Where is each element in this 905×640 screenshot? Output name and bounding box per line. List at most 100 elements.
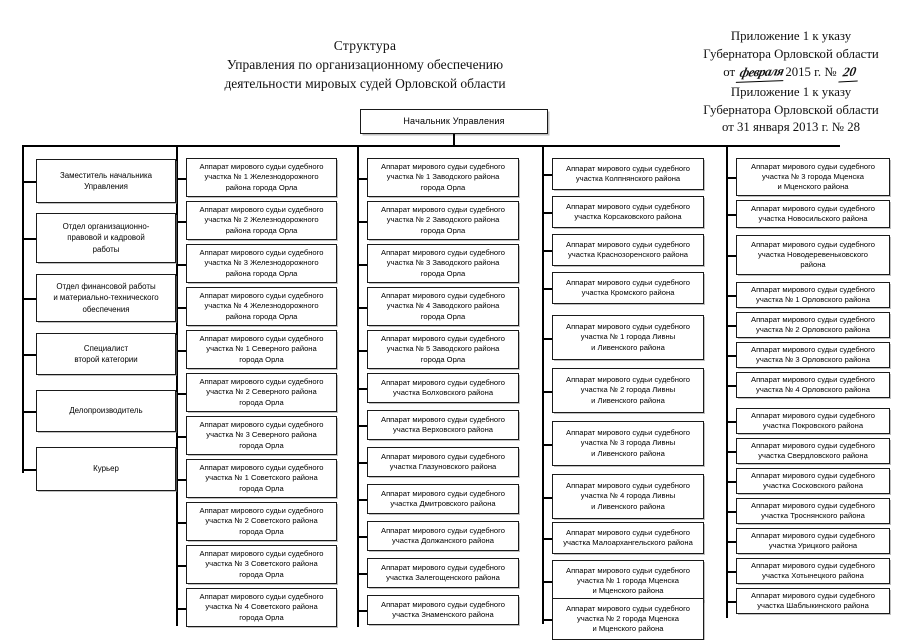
node-col-administration-3[interactable]: Отдел финансовой работы и материально-те… <box>36 274 176 322</box>
node-head-of-department[interactable]: Начальник Управления <box>360 109 548 134</box>
node-col-administration-6[interactable]: Курьер <box>36 447 176 491</box>
node-label: Аппарат мирового судьи судебного участка… <box>566 565 690 596</box>
connector-stub <box>726 481 736 483</box>
node-label: Аппарат мирового судьи судебного участка… <box>751 239 875 270</box>
node-head-of-department-label: Начальник Управления <box>403 116 505 127</box>
connector-stub <box>357 573 367 575</box>
node-col-orlovsky-other-districts-10[interactable]: Аппарат мирового судьи судебного участка… <box>736 468 890 494</box>
node-col-administration-1[interactable]: Заместитель начальника Управления <box>36 159 176 203</box>
node-col-zheleznodorozhny-severny-sovetsky-2[interactable]: Аппарат мирового судьи судебного участка… <box>186 201 337 240</box>
connector-stub <box>726 541 736 543</box>
node-col-zavodskoy-districts-7[interactable]: Аппарат мирового судьи судебного участка… <box>367 410 519 440</box>
connector-stub <box>542 338 552 340</box>
node-col-administration-4[interactable]: Специалист второй категории <box>36 333 176 375</box>
node-col-zavodskoy-districts-12[interactable]: Аппарат мирового судьи судебного участка… <box>367 595 519 625</box>
node-label: Аппарат мирового судьи судебного участка… <box>563 527 693 547</box>
node-col-zheleznodorozhny-severny-sovetsky-1[interactable]: Аппарат мирового судьи судебного участка… <box>186 158 337 197</box>
node-label: Аппарат мирового судьи судебного участка… <box>566 277 690 297</box>
node-col-kolpnyansky-livny-mtsensk-6[interactable]: Аппарат мирового судьи судебного участка… <box>552 368 704 413</box>
node-col-orlovsky-other-districts-13[interactable]: Аппарат мирового судьи судебного участка… <box>736 558 890 584</box>
node-col-zavodskoy-districts-8[interactable]: Аппарат мирового судьи судебного участка… <box>367 447 519 477</box>
node-col-zheleznodorozhny-severny-sovetsky-7[interactable]: Аппарат мирового судьи судебного участка… <box>186 416 337 455</box>
node-label: Аппарат мирового судьи судебного участка… <box>381 334 505 364</box>
node-col-orlovsky-other-districts-14[interactable]: Аппарат мирового судьи судебного участка… <box>736 588 890 614</box>
connector-stub <box>22 238 36 240</box>
connector-stub <box>176 350 186 352</box>
node-col-kolpnyansky-livny-mtsensk-5[interactable]: Аппарат мирового судьи судебного участка… <box>552 315 704 360</box>
page-title: Структура Управления по организационному… <box>150 36 580 93</box>
node-col-orlovsky-other-districts-6[interactable]: Аппарат мирового судьи судебного участка… <box>736 342 890 368</box>
connector-stub <box>542 288 552 290</box>
node-col-kolpnyansky-livny-mtsensk-2[interactable]: Аппарат мирового судьи судебного участка… <box>552 196 704 228</box>
connector-main-bus <box>22 145 840 147</box>
node-label: Аппарат мирового судьи судебного участка… <box>199 592 324 622</box>
node-col-zavodskoy-districts-1[interactable]: Аппарат мирового судьи судебного участка… <box>367 158 519 197</box>
node-col-kolpnyansky-livny-mtsensk-9[interactable]: Аппарат мирового судьи судебного участка… <box>552 522 704 554</box>
node-label: Аппарат мирового судьи судебного участка… <box>381 525 505 545</box>
node-label: Отдел организационно- правовой и кадрово… <box>62 222 150 254</box>
page-title-line-1: Структура <box>333 38 397 53</box>
appendix-2013-line-3: от 31 января 2013 г. № 28 <box>722 120 860 135</box>
node-label: Аппарат мирового судьи судебного участка… <box>199 420 324 450</box>
connector-stub <box>726 325 736 327</box>
node-col-zheleznodorozhny-severny-sovetsky-10[interactable]: Аппарат мирового судьи судебного участка… <box>186 545 337 584</box>
appendix-2015-line-1: Приложение 1 к указу <box>730 29 852 43</box>
node-col-kolpnyansky-livny-mtsensk-11[interactable]: Аппарат мирового судьи судебного участка… <box>552 598 704 640</box>
node-label: Заместитель начальника Управления <box>59 170 153 191</box>
node-col-orlovsky-other-districts-8[interactable]: Аппарат мирового судьи судебного участка… <box>736 408 890 434</box>
node-col-zheleznodorozhny-severny-sovetsky-9[interactable]: Аппарат мирового судьи судебного участка… <box>186 502 337 541</box>
node-label: Аппарат мирового судьи судебного участка… <box>751 203 875 223</box>
connector-stub <box>542 250 552 252</box>
node-col-zheleznodorozhny-severny-sovetsky-8[interactable]: Аппарат мирового судьи судебного участка… <box>186 459 337 498</box>
node-col-kolpnyansky-livny-mtsensk-10[interactable]: Аппарат мирового судьи судебного участка… <box>552 560 704 602</box>
node-col-orlovsky-other-districts-5[interactable]: Аппарат мирового судьи судебного участка… <box>736 312 890 338</box>
node-label: Аппарат мирового судьи судебного участка… <box>566 322 690 352</box>
node-col-zavodskoy-districts-2[interactable]: Аппарат мирового судьи судебного участка… <box>367 201 519 240</box>
node-col-zheleznodorozhny-severny-sovetsky-11[interactable]: Аппарат мирового судьи судебного участка… <box>186 588 337 627</box>
node-col-administration-2[interactable]: Отдел организационно- правовой и кадрово… <box>36 213 176 263</box>
node-col-zheleznodorozhny-severny-sovetsky-6[interactable]: Аппарат мирового судьи судебного участка… <box>186 373 337 412</box>
node-label: Аппарат мирового судьи судебного участка… <box>199 248 324 278</box>
connector-stub <box>176 436 186 438</box>
node-col-zavodskoy-districts-11[interactable]: Аппарат мирового судьи судебного участка… <box>367 558 519 588</box>
node-col-kolpnyansky-livny-mtsensk-1[interactable]: Аппарат мирового судьи судебного участка… <box>552 158 704 190</box>
node-col-zheleznodorozhny-severny-sovetsky-5[interactable]: Аппарат мирового судьи судебного участка… <box>186 330 337 369</box>
node-col-administration-5[interactable]: Делопроизводитель <box>36 390 176 432</box>
node-label: Аппарат мирового судьи судебного участка… <box>199 463 324 493</box>
node-label: Аппарат мирового судьи судебного участка… <box>381 205 505 235</box>
connector-stub <box>176 393 186 395</box>
node-col-kolpnyansky-livny-mtsensk-7[interactable]: Аппарат мирового судьи судебного участка… <box>552 421 704 466</box>
node-col-orlovsky-other-districts-7[interactable]: Аппарат мирового судьи судебного участка… <box>736 372 890 398</box>
node-label: Специалист второй категории <box>74 343 138 364</box>
connector-spine-col-4 <box>542 145 544 624</box>
connector-stub <box>357 425 367 427</box>
connector-stub <box>357 610 367 612</box>
node-col-orlovsky-other-districts-12[interactable]: Аппарат мирового судьи судебного участка… <box>736 528 890 554</box>
node-label: Аппарат мирового судьи судебного участка… <box>751 410 875 430</box>
node-col-zavodskoy-districts-9[interactable]: Аппарат мирового судьи судебного участка… <box>367 484 519 514</box>
connector-stub <box>357 536 367 538</box>
node-col-orlovsky-other-districts-9[interactable]: Аппарат мирового судьи судебного участка… <box>736 438 890 464</box>
node-col-zheleznodorozhny-severny-sovetsky-4[interactable]: Аппарат мирового судьи судебного участка… <box>186 287 337 326</box>
node-col-kolpnyansky-livny-mtsensk-4[interactable]: Аппарат мирового судьи судебного участка… <box>552 272 704 304</box>
node-col-zavodskoy-districts-3[interactable]: Аппарат мирового судьи судебного участка… <box>367 244 519 283</box>
appendix-reference-2015: Приложение 1 к указу Губернатора Орловск… <box>683 28 899 84</box>
node-col-kolpnyansky-livny-mtsensk-8[interactable]: Аппарат мирового судьи судебного участка… <box>552 474 704 519</box>
node-col-zheleznodorozhny-severny-sovetsky-3[interactable]: Аппарат мирового судьи судебного участка… <box>186 244 337 283</box>
node-col-zavodskoy-districts-4[interactable]: Аппарат мирового судьи судебного участка… <box>367 287 519 326</box>
node-col-orlovsky-other-districts-11[interactable]: Аппарат мирового судьи судебного участка… <box>736 498 890 524</box>
connector-stub <box>726 355 736 357</box>
node-col-kolpnyansky-livny-mtsensk-3[interactable]: Аппарат мирового судьи судебного участка… <box>552 234 704 266</box>
node-col-orlovsky-other-districts-1[interactable]: Аппарат мирового судьи судебного участка… <box>736 158 890 196</box>
node-col-orlovsky-other-districts-4[interactable]: Аппарат мирового судьи судебного участка… <box>736 282 890 308</box>
connector-stub <box>22 469 36 471</box>
connector-stub <box>176 178 186 180</box>
connector-stub <box>726 255 736 257</box>
node-col-orlovsky-other-districts-2[interactable]: Аппарат мирового судьи судебного участка… <box>736 200 890 228</box>
node-col-orlovsky-other-districts-3[interactable]: Аппарат мирового судьи судебного участка… <box>736 235 890 275</box>
node-col-zavodskoy-districts-6[interactable]: Аппарат мирового судьи судебного участка… <box>367 373 519 403</box>
node-col-zavodskoy-districts-10[interactable]: Аппарат мирового судьи судебного участка… <box>367 521 519 551</box>
node-label: Аппарат мирового судьи судебного участка… <box>566 428 690 458</box>
connector-stub <box>542 619 552 621</box>
node-col-zavodskoy-districts-5[interactable]: Аппарат мирового судьи судебного участка… <box>367 330 519 369</box>
